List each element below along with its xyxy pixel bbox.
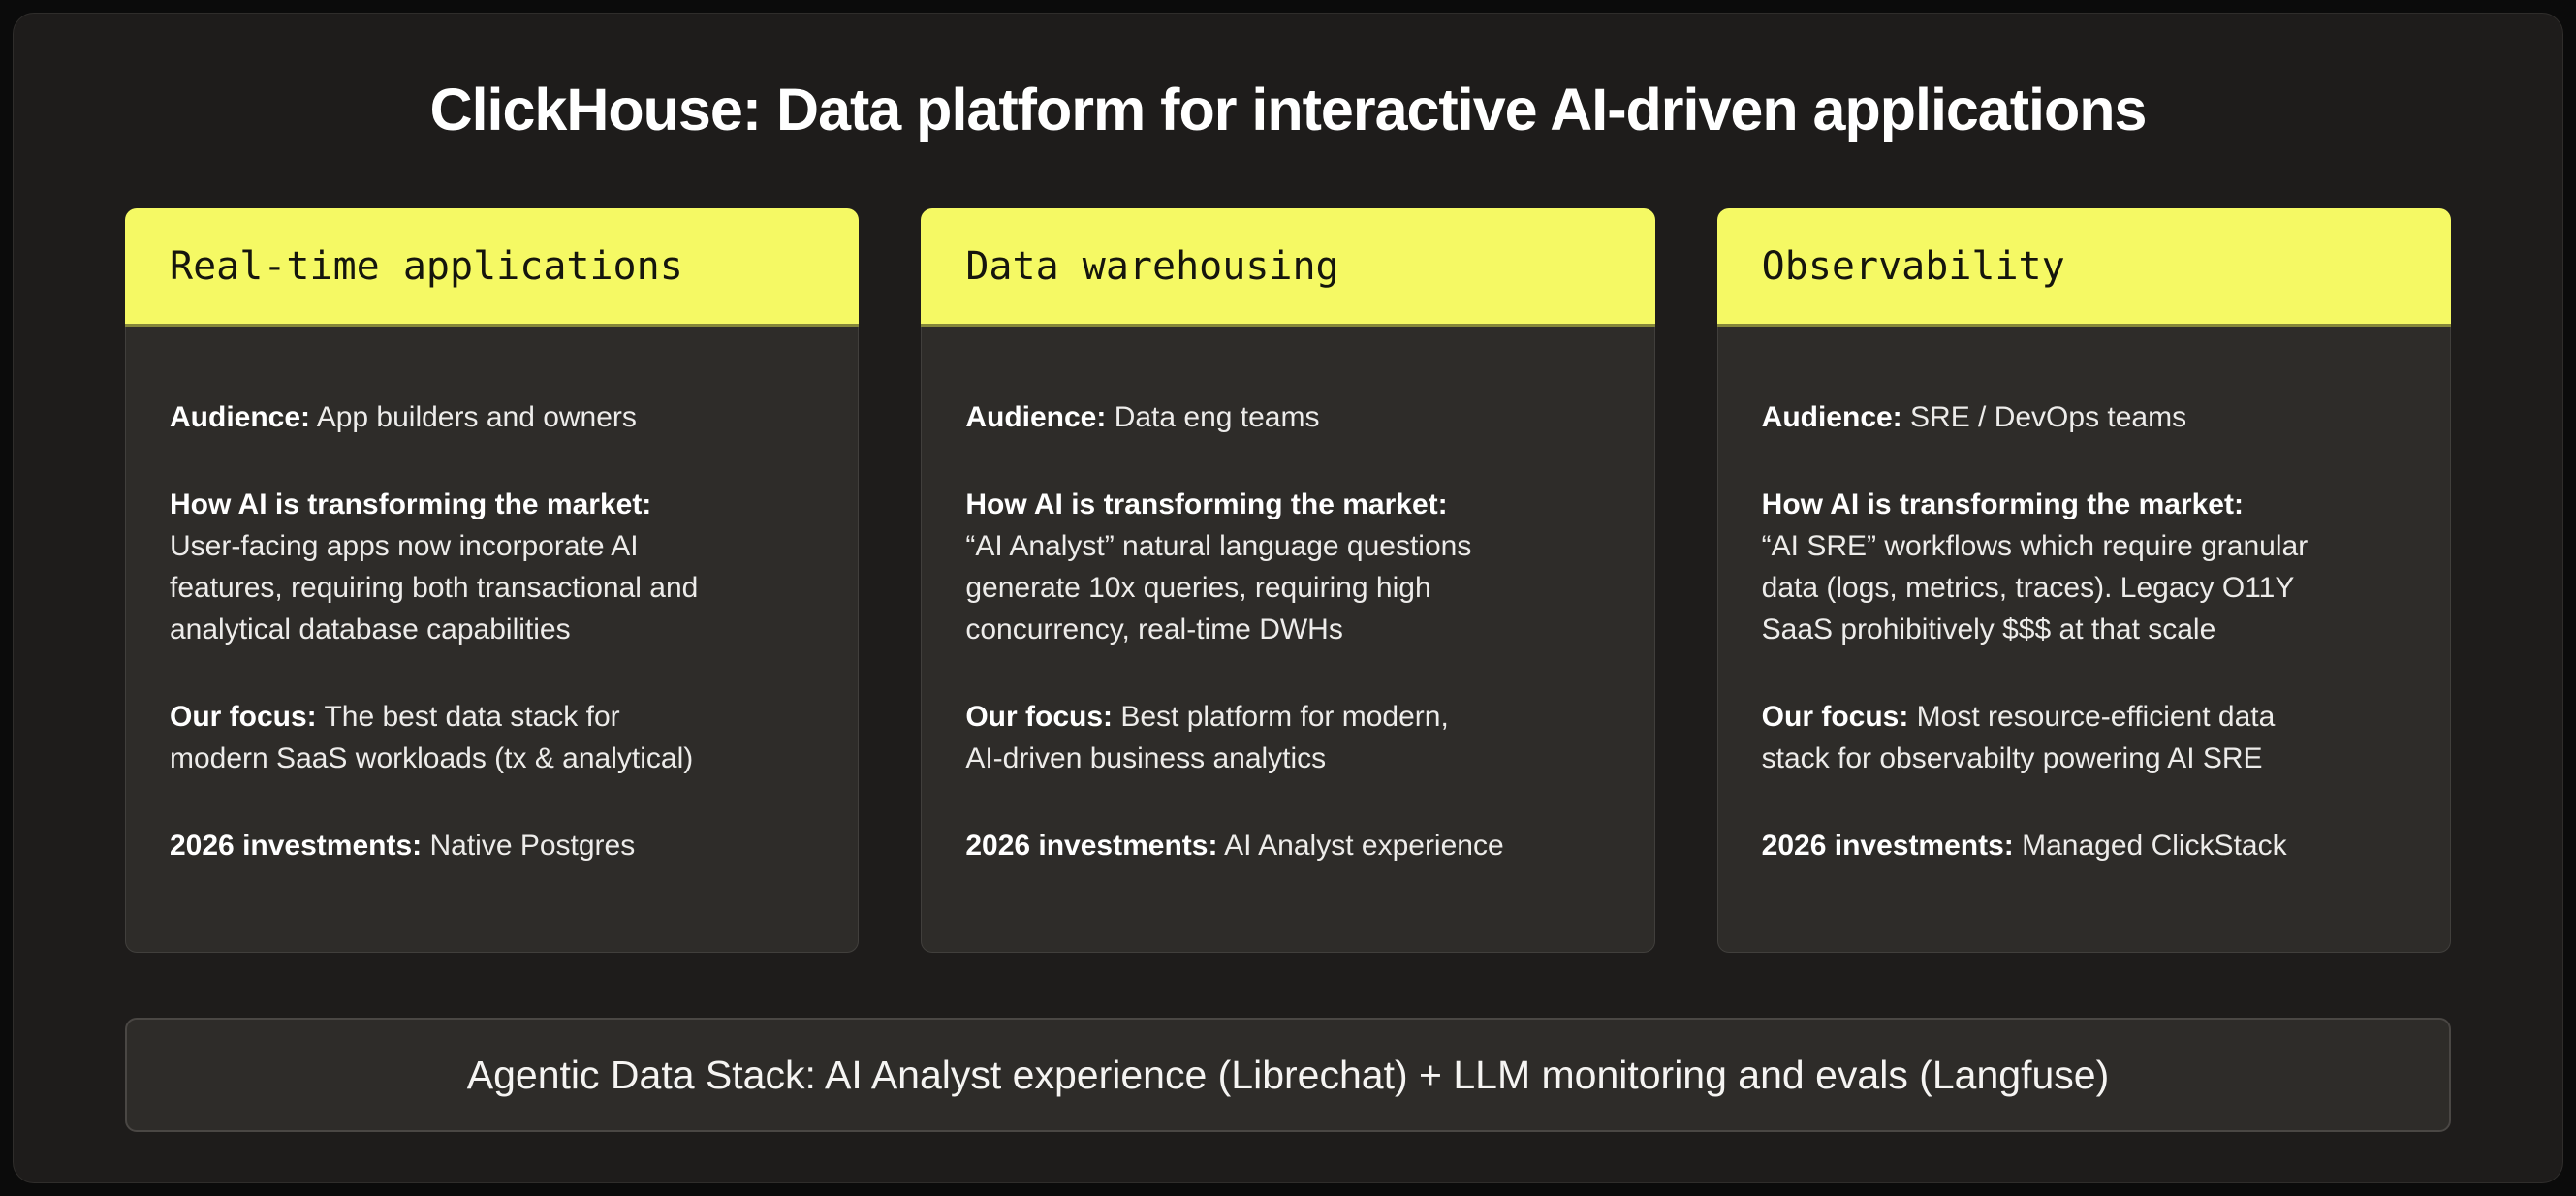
section-label: How AI is transforming the market:: [1761, 488, 2244, 520]
section-text: Best platform for modern, AI-driven busi…: [965, 701, 1449, 774]
section-market: How AI is transforming the market: “AI S…: [1762, 484, 2406, 650]
cards-row: Real-time applications Audience: App bui…: [125, 208, 2451, 953]
card-body-warehousing: Audience: Data eng teams How AI is trans…: [921, 327, 1655, 953]
section-market: How AI is transforming the market: User-…: [170, 484, 814, 650]
section-investments: 2026 investments: AI Analyst experience: [965, 825, 1610, 866]
section-label: Our focus:: [1761, 701, 1909, 733]
section-text: The best data stack for modern SaaS work…: [170, 701, 694, 774]
card-body-realtime: Audience: App builders and owners How AI…: [125, 327, 860, 953]
section-text: SRE / DevOps teams: [1901, 401, 2187, 433]
section-text: User-facing apps now incorporate AI feat…: [170, 530, 699, 645]
section-label: 2026 investments:: [170, 830, 423, 862]
section-text: Data eng teams: [1106, 401, 1320, 433]
slide-title: ClickHouse: Data platform for interactiv…: [429, 77, 2148, 142]
section-label: How AI is transforming the market:: [965, 488, 1448, 520]
card-realtime-applications: Real-time applications Audience: App bui…: [125, 208, 860, 953]
section-text: Managed ClickStack: [2013, 830, 2287, 862]
section-market: How AI is transforming the market: “AI A…: [965, 484, 1610, 650]
section-label: Audience:: [1761, 401, 1902, 433]
card-body-observability: Audience: SRE / DevOps teams How AI is t…: [1716, 327, 2451, 953]
section-label: Our focus:: [965, 701, 1113, 733]
card-observability: Observability Audience: SRE / DevOps tea…: [1716, 208, 2451, 953]
section-label: Audience:: [965, 401, 1107, 433]
section-text: Most resource-efficient data stack for o…: [1761, 701, 2276, 774]
section-investments: 2026 investments: Native Postgres: [170, 825, 814, 866]
card-header-observability: Observability: [1716, 208, 2451, 327]
section-audience: Audience: App builders and owners: [170, 396, 814, 438]
section-label: How AI is transforming the market:: [170, 488, 652, 520]
section-focus: Our focus: The best data stack for moder…: [170, 696, 814, 779]
section-label: 2026 investments:: [1761, 830, 2014, 862]
card-header-warehousing: Data warehousing: [921, 208, 1655, 327]
section-text: App builders and owners: [310, 401, 637, 433]
card-data-warehousing: Data warehousing Audience: Data eng team…: [921, 208, 1655, 953]
section-focus: Our focus: Best platform for modern, AI-…: [965, 696, 1610, 779]
slide-panel: ClickHouse: Data platform for interactiv…: [13, 13, 2563, 1183]
section-text: Native Postgres: [422, 830, 636, 862]
section-label: Audience:: [170, 401, 311, 433]
card-header-realtime: Real-time applications: [125, 208, 860, 327]
section-investments: 2026 investments: Managed ClickStack: [1762, 825, 2406, 866]
footer-banner: Agentic Data Stack: AI Analyst experienc…: [125, 1018, 2451, 1132]
section-text: “AI Analyst” natural language questions …: [965, 530, 1472, 645]
footer-banner-text: Agentic Data Stack: AI Analyst experienc…: [466, 1052, 2110, 1097]
section-audience: Audience: SRE / DevOps teams: [1762, 396, 2406, 438]
section-label: Our focus:: [170, 701, 317, 733]
section-focus: Our focus: Most resource-efficient data …: [1762, 696, 2406, 779]
section-audience: Audience: Data eng teams: [965, 396, 1610, 438]
section-text: AI Analyst experience: [1217, 830, 1504, 862]
section-text: “AI SRE” workflows which require granula…: [1761, 530, 2309, 645]
section-label: 2026 investments:: [965, 830, 1218, 862]
